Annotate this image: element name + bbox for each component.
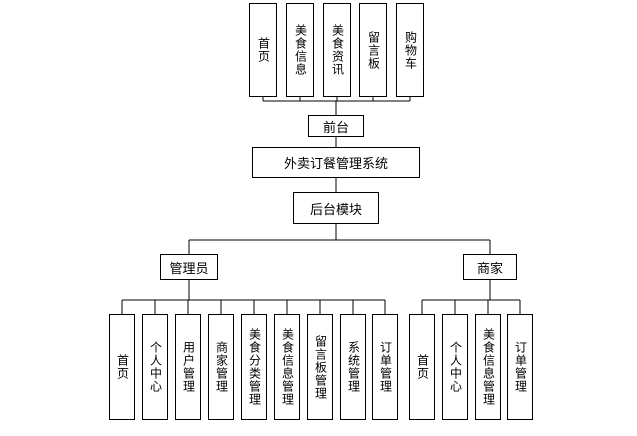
merchant-role: 商家 <box>463 254 517 280</box>
admin-item-home: 首页 <box>109 314 135 420</box>
front-module-message-board: 留言板 <box>359 3 387 97</box>
admin-item-system-management: 系统管理 <box>340 314 366 420</box>
admin-item-merchant-management: 商家管理 <box>208 314 234 420</box>
admin-role: 管理员 <box>160 254 218 280</box>
admin-item-food-category-management: 美食分类管理 <box>241 314 267 420</box>
merchant-item-home: 首页 <box>409 314 435 420</box>
system-title: 外卖订餐管理系统 <box>252 147 420 178</box>
merchant-item-personal-center: 个人中心 <box>442 314 468 420</box>
admin-item-food-info-management: 美食信息管理 <box>274 314 300 420</box>
admin-item-message-board-management: 留言板管理 <box>307 314 333 420</box>
backend-module: 后台模块 <box>293 192 379 224</box>
front-hub: 前台 <box>308 115 364 137</box>
admin-item-personal-center: 个人中心 <box>142 314 168 420</box>
merchant-item-order-management: 订单管理 <box>507 314 533 420</box>
merchant-item-food-info-management: 美食信息管理 <box>475 314 501 420</box>
front-module-cart: 购物车 <box>396 3 424 97</box>
front-module-food-news: 美食资讯 <box>323 3 351 97</box>
admin-item-user-management: 用户管理 <box>175 314 201 420</box>
front-module-food-info: 美食信息 <box>286 3 314 97</box>
front-module-home: 首页 <box>249 3 277 97</box>
admin-item-order-management: 订单管理 <box>372 314 398 420</box>
